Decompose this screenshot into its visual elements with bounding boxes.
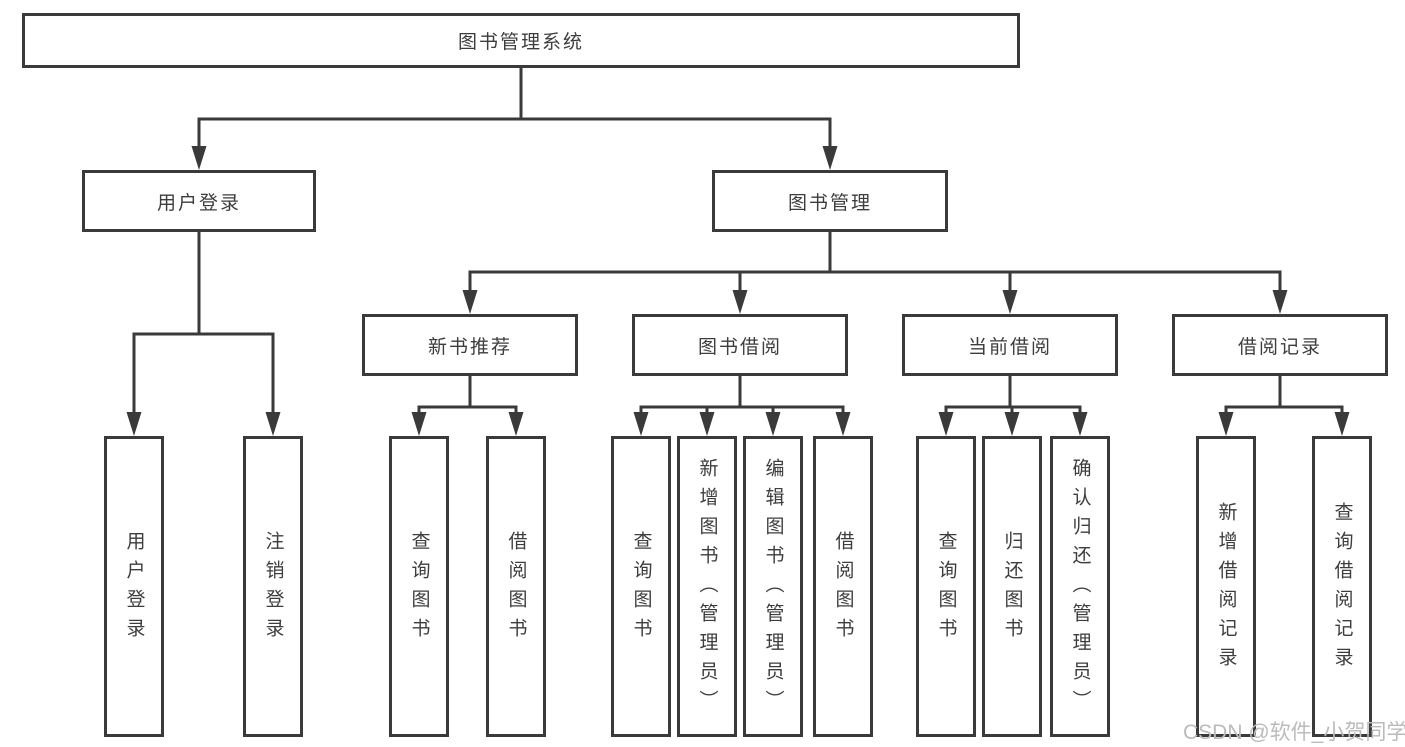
leaf-add-books-admin: 新增图书（管理员） — [677, 436, 737, 737]
leaf-borrow-books-recommend: 借阅图书 — [486, 436, 546, 737]
node-current-borrowing: 当前借阅 — [902, 314, 1118, 376]
leaf-return-books: 归还图书 — [982, 436, 1042, 737]
leaf-query-books-recommend: 查询图书 — [389, 436, 449, 737]
leaf-query-books-current: 查询图书 — [916, 436, 976, 737]
leaf-confirm-return-admin: 确认归还（管理员） — [1050, 436, 1110, 737]
leaf-query-books-borrowing: 查询图书 — [611, 436, 671, 737]
leaf-logout: 注销登录 — [243, 436, 303, 737]
leaf-add-borrow-record: 新增借阅记录 — [1196, 436, 1256, 737]
node-book-management: 图书管理 — [712, 170, 948, 232]
leaf-borrow-books-borrowing: 借阅图书 — [813, 436, 873, 737]
leaf-user-login: 用户登录 — [104, 436, 164, 737]
node-new-book-recommend: 新书推荐 — [362, 314, 578, 376]
node-book-borrowing: 图书借阅 — [632, 314, 848, 376]
node-user-login: 用户登录 — [82, 170, 316, 232]
watermark: CSDN @软件_小贺同学 — [1183, 721, 1405, 744]
leaf-edit-books-admin: 编辑图书（管理员） — [743, 436, 803, 737]
node-root-library-system: 图书管理系统 — [22, 13, 1020, 68]
node-borrowing-records: 借阅记录 — [1172, 314, 1388, 376]
leaf-query-borrow-record: 查询借阅记录 — [1312, 436, 1372, 737]
